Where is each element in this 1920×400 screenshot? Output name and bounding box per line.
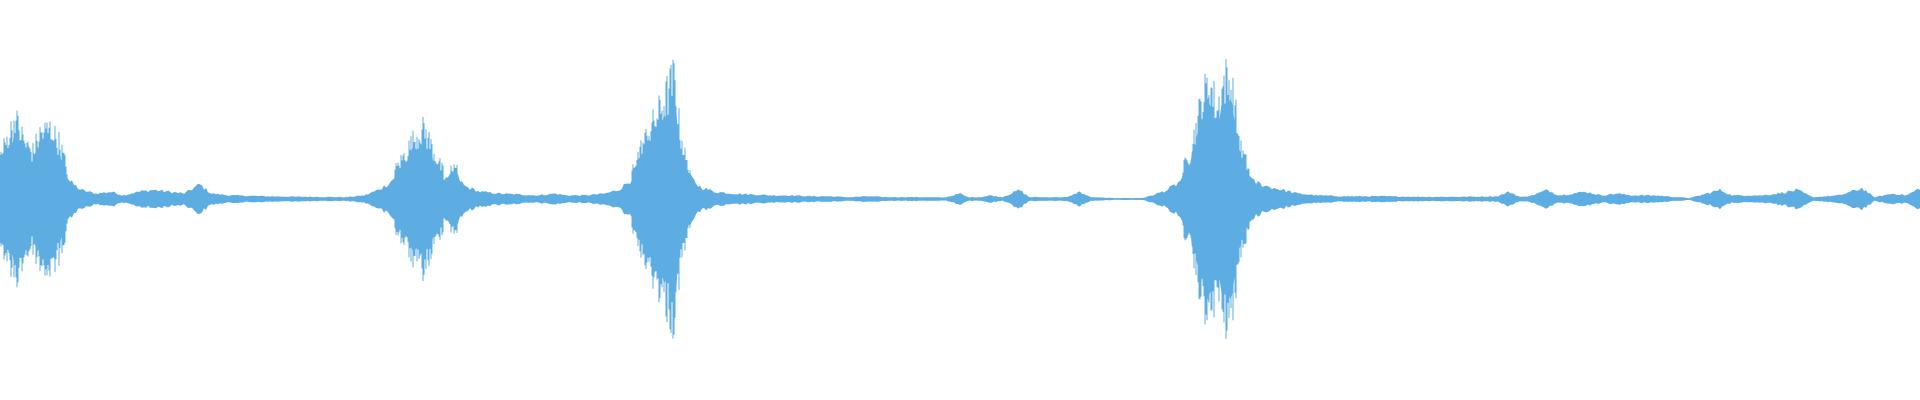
waveform-path-group [0,59,1920,339]
